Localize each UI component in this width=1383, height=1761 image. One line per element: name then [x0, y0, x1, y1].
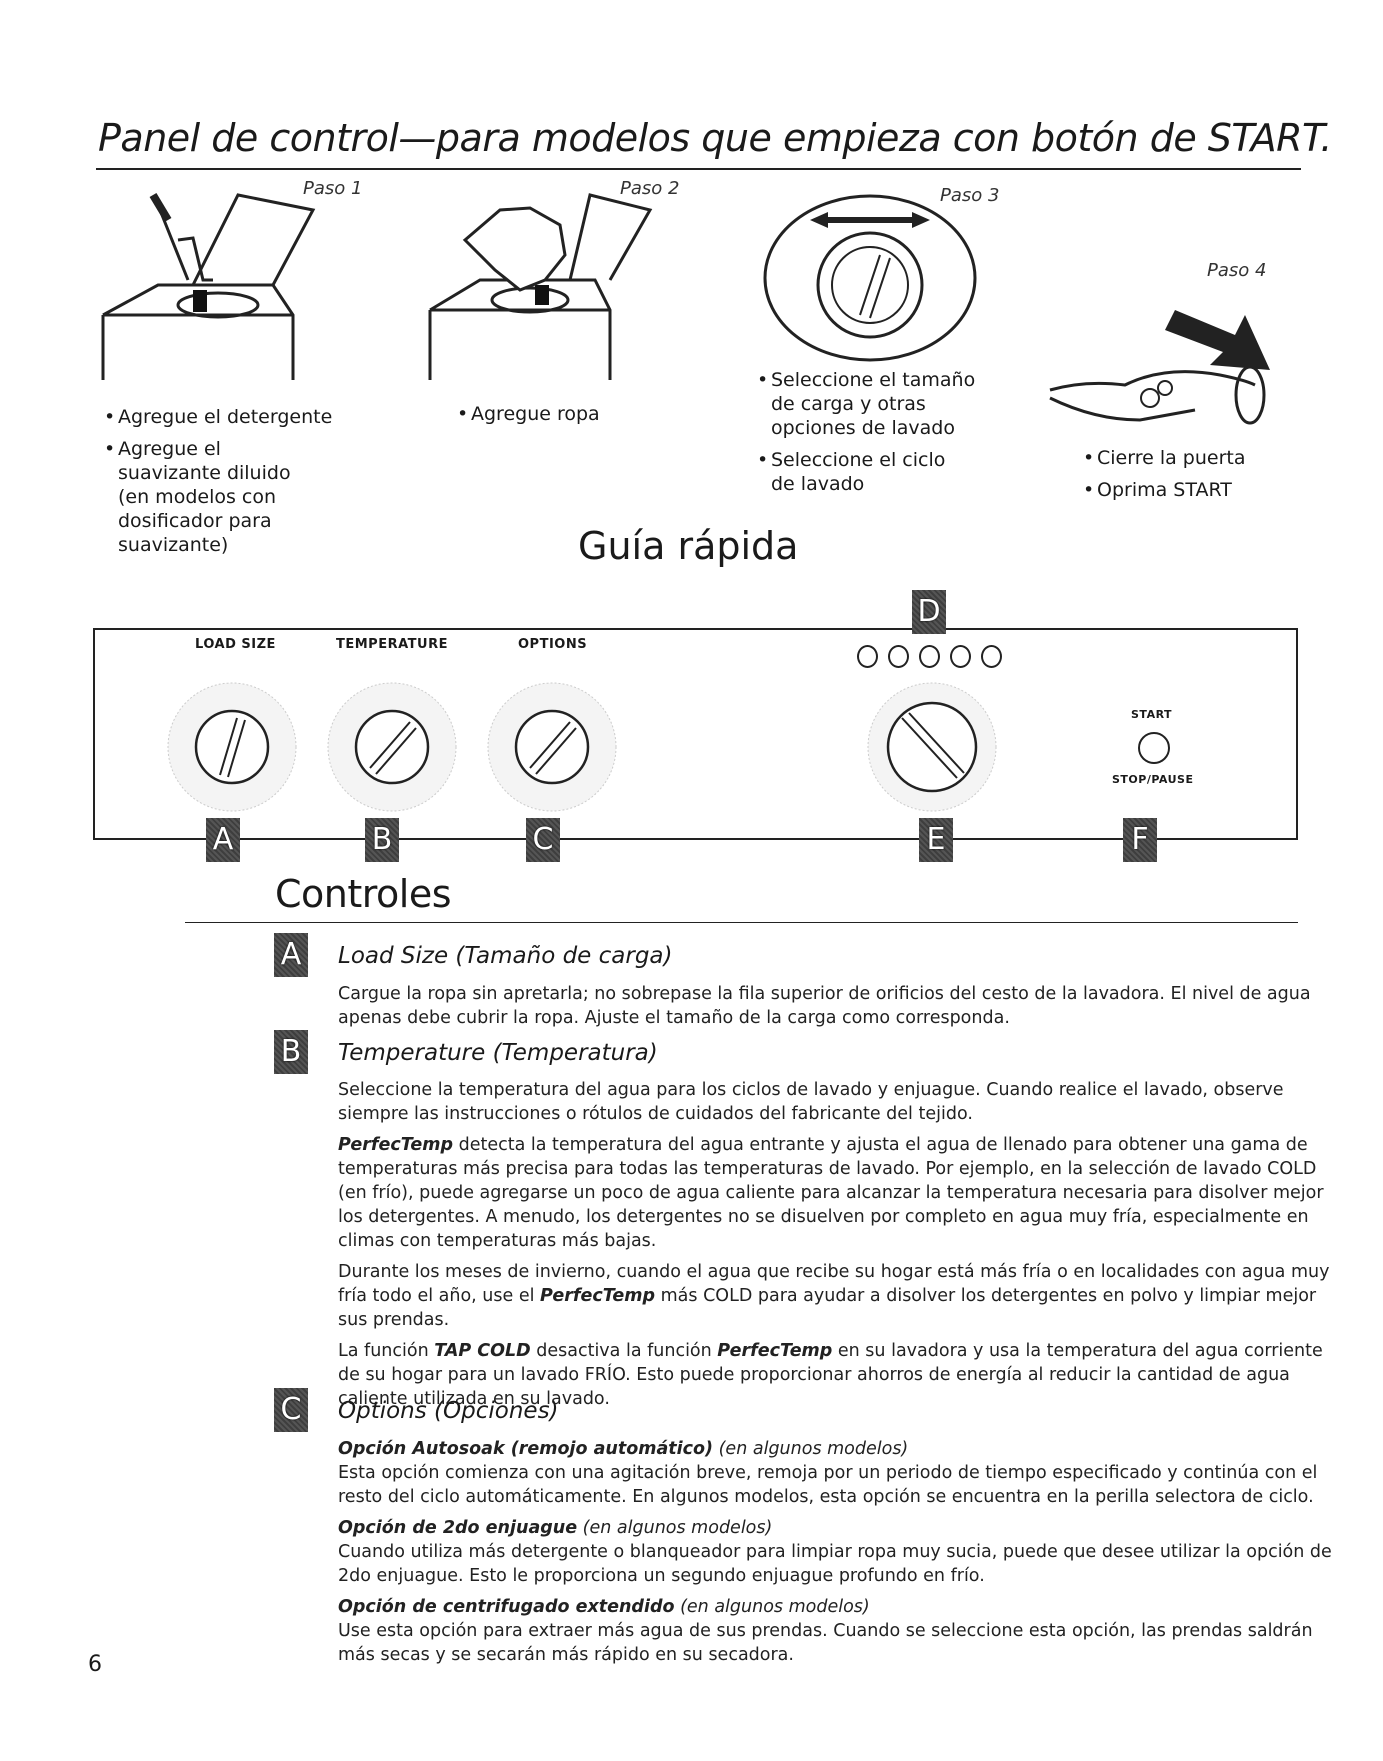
- badge-b: B: [365, 818, 399, 862]
- list-item: Agregue ropa: [457, 402, 697, 426]
- list-item: Oprima START: [1083, 478, 1323, 502]
- paragraph: Use esta opción para extraer más agua de…: [338, 1621, 1313, 1665]
- step-1-bullets: Agregue el detergente Agregue el suaviza…: [104, 405, 364, 565]
- list-item: Agregue el suavizante diluido (en modelo…: [104, 437, 364, 557]
- control-panel-diagram: [93, 628, 1298, 840]
- indicator-light: [888, 645, 909, 668]
- title-rule: [96, 168, 1301, 170]
- section-a-title: Load Size (Tamaño de carga): [338, 943, 673, 969]
- controls-title: Controles: [275, 872, 452, 916]
- step-2-bullets: Agregue ropa: [457, 402, 697, 434]
- paragraph: Seleccione la temperatura del agua para …: [338, 1080, 1284, 1124]
- paragraph: La función TAP COLD desactiva la función…: [338, 1341, 1323, 1409]
- step-1-label: Paso 1: [303, 178, 363, 199]
- badge-a: A: [206, 818, 240, 862]
- step-1-illustration: [101, 192, 316, 380]
- page-number: 6: [88, 1652, 102, 1677]
- section-b-body: Seleccione la temperatura del agua para …: [338, 1078, 1348, 1418]
- option-second-rinse-title: Opción de 2do enjuague (en algunos model…: [338, 1518, 773, 1538]
- paragraph: Esta opción comienza con una agitación b…: [338, 1463, 1318, 1507]
- step-4-bullets: Cierre la puerta Oprima START: [1083, 446, 1323, 510]
- stop-pause-label: STOP/PAUSE: [1112, 773, 1194, 786]
- options-knob: [487, 682, 617, 812]
- step-3-label: Paso 3: [940, 185, 1000, 206]
- step-3-bullets: Seleccione el tamaño de carga y otras op…: [757, 368, 1017, 504]
- indicator-lights: [857, 645, 1002, 668]
- list-item: Seleccione el ciclo de lavado: [757, 448, 1017, 496]
- badge-b-section: B: [274, 1030, 308, 1074]
- indicator-light: [950, 645, 971, 668]
- list-item: Seleccione el tamaño de carga y otras op…: [757, 368, 1017, 440]
- step-4-hand-illustration: [1049, 310, 1270, 425]
- load-size-label: LOAD SIZE: [195, 637, 276, 652]
- start-button[interactable]: [1138, 732, 1170, 764]
- badge-d: D: [912, 590, 946, 634]
- option-extended-spin-title: Opción de centrifugado extendido (en alg…: [338, 1597, 870, 1617]
- badge-c-section: C: [274, 1388, 308, 1432]
- badge-f: F: [1123, 818, 1157, 862]
- section-b-title: Temperature (Temperatura): [338, 1040, 658, 1066]
- start-label: START: [1131, 708, 1173, 721]
- list-item: Agregue el detergente: [104, 405, 364, 429]
- cycle-selector-knob: [867, 682, 997, 812]
- controls-rule: [185, 922, 1298, 923]
- paragraph: PerfecTemp detecta la temperatura del ag…: [338, 1135, 1324, 1251]
- indicator-light: [981, 645, 1002, 668]
- section-a-body: Cargue la ropa sin apretarla; no sobrepa…: [338, 982, 1348, 1037]
- indicator-light: [919, 645, 940, 668]
- step-2-label: Paso 2: [620, 178, 680, 199]
- indicator-light: [857, 645, 878, 668]
- section-c-title: Options (Opciones): [338, 1398, 559, 1424]
- badge-e: E: [919, 818, 953, 862]
- guide-title: Guía rápida: [578, 524, 799, 568]
- temperature-label: TEMPERATURE: [336, 637, 448, 652]
- step-2-illustration: [428, 193, 653, 380]
- paragraph: Cuando utiliza más detergente o blanquea…: [338, 1542, 1332, 1586]
- step-3-dial-illustration: [763, 194, 977, 362]
- page-title: Panel de control—para modelos que empiez…: [98, 116, 1332, 160]
- paragraph: Durante los meses de invierno, cuando el…: [338, 1262, 1330, 1330]
- list-item: Cierre la puerta: [1083, 446, 1323, 470]
- paragraph: Cargue la ropa sin apretarla; no sobrepa…: [338, 984, 1311, 1028]
- badge-c: C: [526, 818, 560, 862]
- option-autosoak-title: Opción Autosoak (remojo automático) (en …: [338, 1439, 909, 1459]
- options-label: OPTIONS: [518, 637, 588, 652]
- badge-a-section: A: [274, 933, 308, 977]
- load-size-knob: [167, 682, 297, 812]
- step-4-label: Paso 4: [1207, 260, 1267, 281]
- section-c-body: Opción Autosoak (remojo automático) (en …: [338, 1437, 1348, 1674]
- temperature-knob: [327, 682, 457, 812]
